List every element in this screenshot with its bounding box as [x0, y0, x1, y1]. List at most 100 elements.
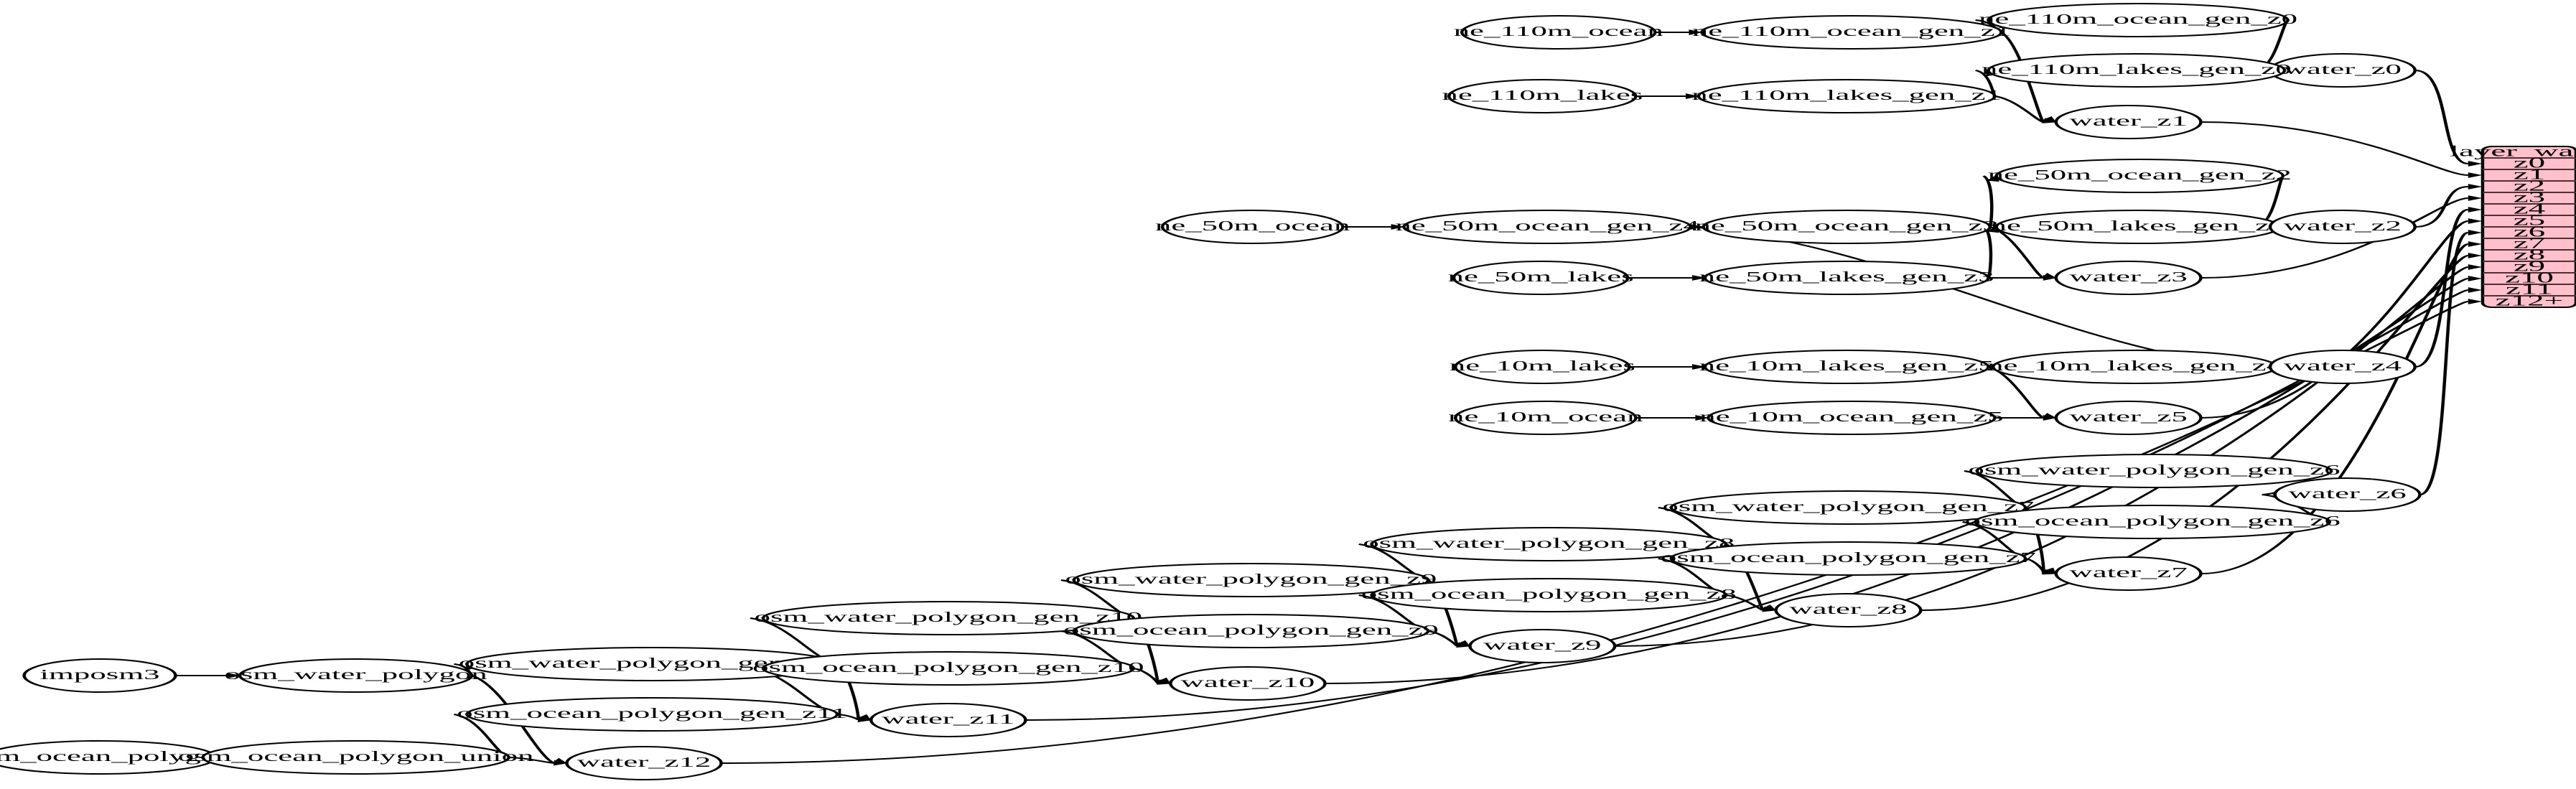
node-ne_110m_lakes_gen_z1[interactable]: ne_110m_lakes_gen_z1 [1691, 79, 2002, 113]
node-label: ne_10m_lakes [1450, 358, 1635, 373]
node-osm_ocean_polygon_gen_z6[interactable]: osm_ocean_polygon_gen_z6 [1965, 505, 2341, 539]
node-water_z6[interactable]: water_z6 [2273, 477, 2422, 512]
node-osm_water_polygon_gen_z9[interactable]: osm_water_polygon_gen_z9 [1065, 563, 1437, 597]
edge-osm_ocean_polygon_gen_z10-to-water_z10 [1132, 668, 1172, 685]
node-shape [1468, 629, 1617, 663]
node-water_z12[interactable]: water_z12 [565, 746, 723, 780]
edge-arrowhead [2468, 195, 2483, 201]
node-ne_50m_lakes_gen_z3[interactable]: ne_50m_lakes_gen_z3 [1699, 261, 1994, 295]
edge-osm_ocean_polygon_gen_z9-to-water_z9 [1427, 630, 1471, 648]
edge-line [508, 757, 554, 764]
node-osm_ocean_polygon_union[interactable]: osm_ocean_polygon_union [178, 740, 534, 775]
node-osm_water_polygon[interactable]: osm_water_polygon [225, 658, 487, 693]
node-osm_water_polygon_gen_z8[interactable]: osm_water_polygon_gen_z8 [1363, 527, 1735, 561]
node-ne_110m_ocean_gen_z1[interactable]: ne_110m_ocean_gen_z1 [1692, 15, 2011, 50]
node-osm_ocean_polygon_gen_z11[interactable]: osm_ocean_polygon_gen_z11 [457, 697, 847, 732]
node-label: osm_water_polygon_gen_z10 [755, 609, 1143, 625]
layer-water-row-z0[interactable]: z0 [2514, 154, 2545, 171]
node-ne_50m_ocean_gen_z2[interactable]: ne_50m_ocean_gen_z2 [1988, 159, 2292, 193]
layer-water-table[interactable]: layer_waterz0z1z2z3z4z5z6z7z8z9z10z11z12… [2450, 143, 2576, 309]
node-shape [1697, 79, 1997, 113]
layer-water-row-z2[interactable]: z2 [2514, 177, 2545, 194]
node-osm_ocean_polygon_gen_z8[interactable]: osm_ocean_polygon_gen_z8 [1361, 578, 1737, 612]
edge-arrowhead [1455, 642, 1471, 648]
node-ne_110m_ocean[interactable]: ne_110m_ocean [1454, 15, 1663, 50]
node-ne_110m_lakes_gen_z0[interactable]: ne_110m_lakes_gen_z0 [1982, 53, 2292, 88]
node-shape [869, 703, 1027, 737]
node-water_z0[interactable]: water_z0 [2268, 53, 2417, 88]
node-ne_110m_ocean_gen_z0[interactable]: ne_110m_ocean_gen_z0 [1979, 3, 2297, 37]
node-shape [1703, 350, 1990, 384]
edge-line [1982, 175, 1994, 228]
node-osm_water_polygon_gen_z7[interactable]: osm_water_polygon_gen_z7 [1662, 490, 2034, 525]
node-osm_ocean_polygon_gen_z10[interactable]: osm_ocean_polygon_gen_z10 [752, 651, 1144, 686]
node-shape [565, 746, 723, 780]
layer-water-row-z5[interactable]: z5 [2514, 212, 2545, 228]
node-label: water_z2 [2284, 218, 2402, 233]
node-ne_110m_lakes[interactable]: ne_110m_lakes [1442, 79, 1643, 113]
node-imposm3[interactable]: imposm3 [22, 658, 177, 693]
edge-arrowhead [2468, 218, 2483, 224]
node-water_z9[interactable]: water_z9 [1468, 629, 1617, 663]
layer-water-row-z9[interactable]: z9 [2514, 258, 2545, 274]
node-water_z4[interactable]: water_z4 [2268, 350, 2417, 384]
edge-line [2201, 121, 2469, 176]
layer-water-row-z1[interactable]: z1 [2514, 166, 2545, 182]
layer-water-row-z3[interactable]: z3 [2514, 189, 2545, 205]
node-ne_50m_lakes_gen_z2[interactable]: ne_50m_lakes_gen_z2 [1991, 210, 2286, 244]
node-ne_50m_ocean_gen_z4[interactable]: ne_50m_ocean_gen_z4 [1395, 210, 1699, 244]
node-shape [1460, 15, 1657, 50]
node-shape [201, 740, 510, 775]
node-osm_ocean_polygon_gen_z9[interactable]: osm_ocean_polygon_gen_z9 [1063, 614, 1439, 648]
node-label: water_z3 [2069, 269, 2187, 284]
node-water_z10[interactable]: water_z10 [1169, 666, 1327, 701]
layer-water-row-z6[interactable]: z6 [2514, 223, 2545, 240]
node-water_z5[interactable]: water_z5 [2054, 401, 2203, 435]
node-water_z8[interactable]: water_z8 [1774, 593, 1923, 627]
node-ne_10m_ocean[interactable]: ne_10m_ocean [1448, 401, 1643, 435]
node-ne_10m_ocean_gen_z5[interactable]: ne_10m_ocean_gen_z5 [1699, 401, 2004, 435]
edge-line [2414, 70, 2469, 164]
node-osm_ocean_polygon_gen_z7[interactable]: osm_ocean_polygon_gen_z7 [1661, 541, 2036, 576]
node-osm_water_polygon_gen_z6[interactable]: osm_water_polygon_gen_z6 [1968, 454, 2341, 488]
layer-water-row-z7[interactable]: z7 [2514, 235, 2545, 251]
node-label: osm_ocean_polygon_gen_z11 [457, 705, 847, 721]
node-ne_50m_ocean[interactable]: ne_50m_ocean [1155, 210, 1350, 244]
node-water_z11[interactable]: water_z11 [869, 703, 1027, 737]
node-shape [1072, 563, 1430, 597]
node-ne_50m_lakes[interactable]: ne_50m_lakes [1448, 261, 1634, 295]
edge-arrowhead [2468, 276, 2483, 281]
node-ne_10m_lakes[interactable]: ne_10m_lakes [1450, 350, 1635, 384]
node-water_z1[interactable]: water_z1 [2054, 105, 2203, 139]
node-ne_10m_lakes_gen_z4[interactable]: ne_10m_lakes_gen_z4 [1987, 350, 2282, 384]
edge-arrowhead [2468, 264, 2483, 270]
node-ne_50m_ocean_gen_z3[interactable]: ne_50m_ocean_gen_z3 [1694, 210, 1999, 244]
node-label: osm_water_polygon_gen_z7 [1662, 498, 2034, 514]
edge-line [1725, 594, 1765, 611]
node-label: osm_water_polygon [225, 666, 487, 682]
node-osm_ocean_polygon[interactable]: osm_ocean_polygon [0, 740, 233, 775]
edge-ne_110m_lakes_gen_z1-to-water_z1 [1994, 95, 2058, 123]
edge-arrowhead [553, 760, 569, 766]
node-osm_water_polygon_gen_z10[interactable]: osm_water_polygon_gen_z10 [755, 601, 1143, 635]
edge-water_z11-to-layer_water-z11 [1025, 287, 2483, 721]
edge-arrowhead [227, 673, 241, 678]
layer-water-row-z8[interactable]: z8 [2514, 246, 2545, 263]
edge-ne_110m_lakes-to-ne_110m_lakes_gen_z1 [1635, 93, 1700, 99]
node-water_z3[interactable]: water_z3 [2054, 261, 2203, 295]
node-shape [1707, 401, 1997, 435]
node-shape [1447, 79, 1638, 113]
layer-water-row-z11[interactable]: z11 [2506, 281, 2553, 297]
edge-line [1615, 266, 2469, 647]
node-label: osm_water_polygon_gen_z8 [1363, 535, 1735, 551]
edge-ne_50m_ocean_gen_z4-to-water_z4 [1690, 226, 2272, 369]
layer-water-row-z12plus[interactable]: z12+ [2496, 292, 2564, 309]
layer-water-row-z4[interactable]: z4 [2514, 200, 2545, 217]
node-water_z7[interactable]: water_z7 [2054, 556, 2203, 591]
layer-water-row-z10[interactable]: z10 [2505, 269, 2554, 286]
node-ne_10m_lakes_gen_z5[interactable]: ne_10m_lakes_gen_z5 [1699, 350, 1994, 384]
node-label: water_z11 [882, 711, 1014, 727]
node-water_z2[interactable]: water_z2 [2268, 210, 2417, 244]
edge-ne_10m_ocean-to-ne_10m_ocean_gen_z5 [1635, 415, 1709, 421]
edge-arrowhead [2041, 569, 2058, 575]
